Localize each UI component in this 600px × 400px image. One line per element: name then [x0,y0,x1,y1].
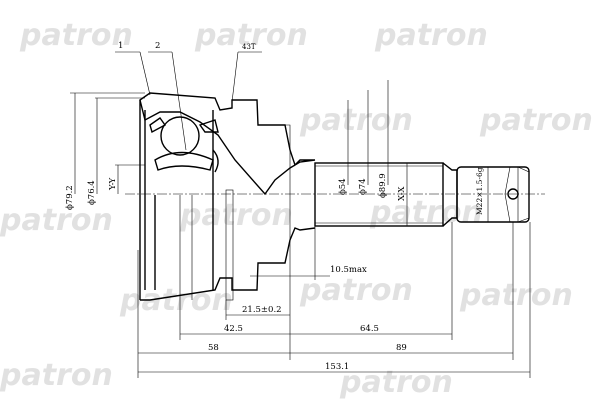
dim-64-5: 64.5 [360,324,379,334]
watermark: patron [0,358,113,393]
watermark: patron [194,18,308,53]
callout-43t: 43T [242,43,256,51]
dim-58: 58 [208,343,219,353]
extension-lines [70,51,531,378]
section-x: X-X [397,186,407,201]
watermark: patron [459,278,573,313]
abs-ring [225,189,234,301]
dim-21-5: 21.5±0.2 [242,305,282,315]
dim-d89: ϕ89.9 [378,173,388,198]
watermark: patron [179,198,293,233]
dim-42-5: 42.5 [224,324,243,334]
ball [160,116,200,156]
callout-1: 1 [118,41,123,51]
splined-shaft [314,162,530,227]
watermark: patron [369,195,483,230]
watermark: patron [339,365,453,400]
watermark: patron [299,103,413,138]
watermark: patron [374,18,488,53]
dim-89: 89 [396,343,407,353]
watermark: patron [479,103,593,138]
section-y: Y-Y [108,177,118,191]
inner-race [154,151,214,171]
dim-d74: ϕ74 [358,178,368,195]
watermark: patron [299,273,413,308]
dim-d54: ϕ54 [338,178,348,195]
dim-10-5max: 10.5max [330,265,367,275]
watermark: patron [0,203,113,238]
dim-inner-diameter: ϕ76.4 [87,180,97,205]
watermarks: patron patron patron patron patron patro… [0,18,593,400]
callout-2: 2 [155,41,160,51]
watermark: patron [19,18,133,53]
joint-housing [139,92,316,301]
dim-153-1: 153.1 [325,362,349,372]
dim-outer-diameter: ϕ79.2 [65,185,75,210]
dim-thread: M22×1.5-6g [475,167,484,215]
